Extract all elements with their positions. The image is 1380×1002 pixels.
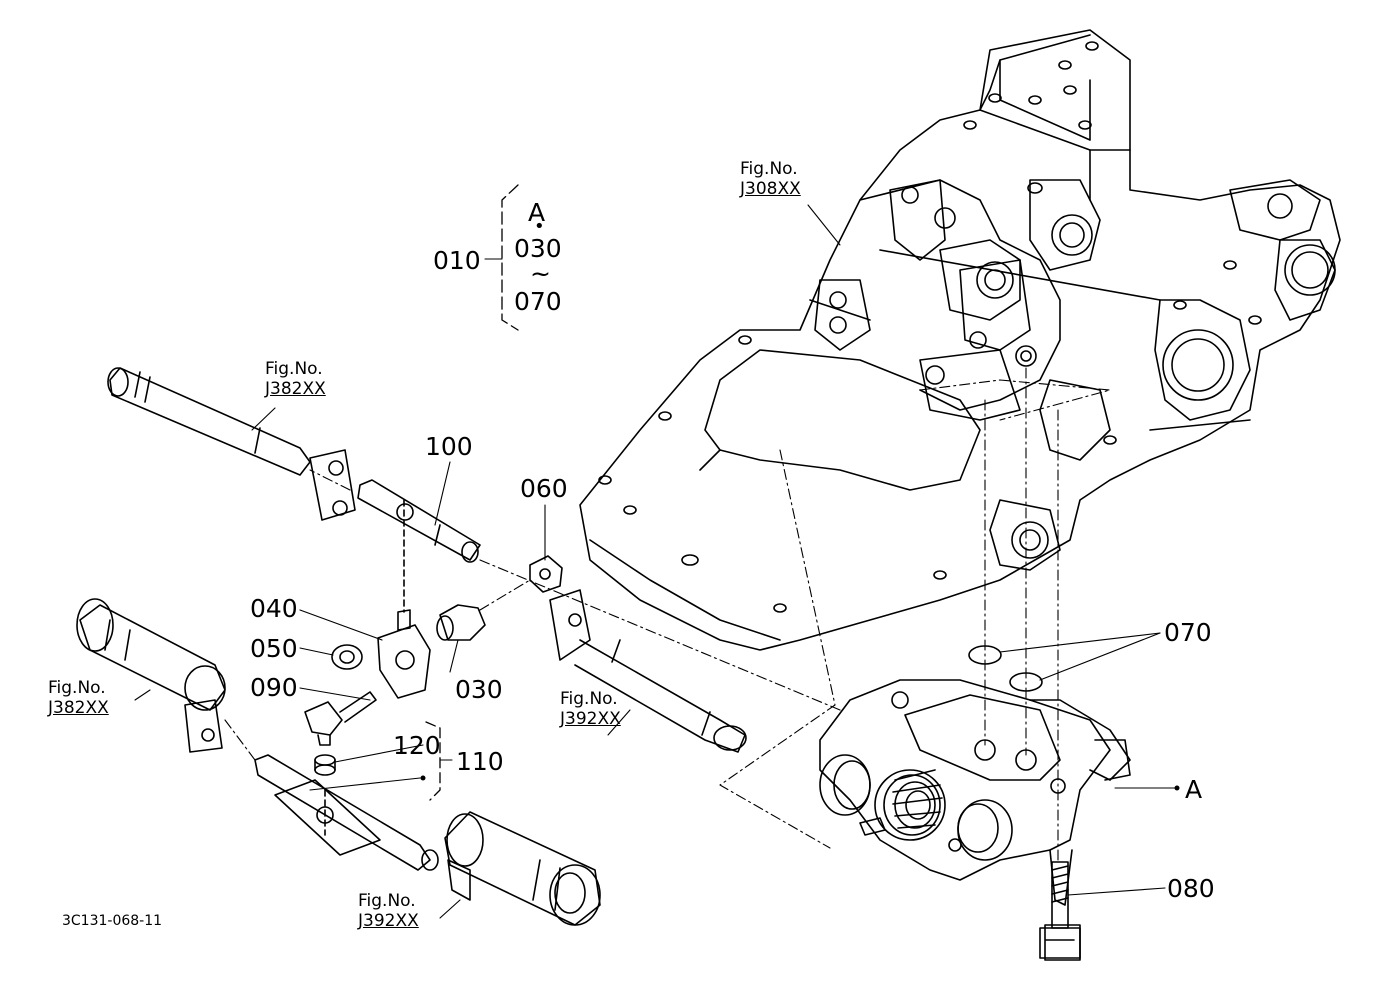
- callout-110: 110: [456, 747, 504, 776]
- callout-100: 100: [425, 432, 473, 461]
- leader-lines: [135, 205, 1175, 918]
- block-040: [378, 500, 430, 698]
- fig-ref-line1: Fig.No.: [265, 359, 323, 379]
- fig-ref-code: J308XX: [740, 178, 801, 199]
- clip-050: [332, 645, 362, 669]
- fig-ref-code: J392XX: [358, 910, 419, 931]
- fig-ref-j392xx-lower: Fig.No. J392XX: [358, 891, 419, 931]
- plug-030: [437, 605, 485, 640]
- fig-ref-j308xx: Fig.No. J308XX: [740, 159, 801, 199]
- callout-010: 010: [433, 246, 481, 275]
- callout-050: 050: [250, 634, 298, 663]
- kit-bracket-010: [502, 185, 518, 330]
- nut-060: [530, 556, 562, 592]
- callout-070: 070: [1164, 618, 1212, 647]
- fig-ref-j382xx-upper: Fig.No. J382XX: [265, 359, 326, 399]
- kit-bracket-start: 030: [514, 234, 562, 263]
- callout-030: 030: [455, 675, 503, 704]
- fig-ref-line1: Fig.No.: [358, 891, 416, 911]
- collar-120: [315, 755, 335, 775]
- kit-bracket-end: 070: [514, 287, 562, 316]
- fig-ref-line1: Fig.No.: [48, 678, 106, 698]
- fig-ref-code: J382XX: [265, 378, 326, 399]
- connector-lines: [225, 470, 530, 760]
- bolt-080: [1040, 862, 1080, 958]
- callout-120: 120: [393, 731, 441, 760]
- kit-bracket-110: [426, 722, 440, 800]
- callout-080: 080: [1167, 874, 1215, 903]
- kit-bracket-top-label: A: [528, 198, 546, 227]
- kit-bracket-sep: ~: [530, 259, 551, 288]
- fig-ref-j392xx-right: Fig.No. J392XX: [560, 689, 621, 729]
- fig-ref-j382xx-lower: Fig.No. J382XX: [48, 678, 109, 718]
- elbow-090: [305, 692, 376, 745]
- kit-bracket-dot: •: [534, 216, 545, 237]
- fig-ref-code: J392XX: [560, 708, 621, 729]
- callout-040: 040: [250, 594, 298, 623]
- control-valve-assembly: [820, 680, 1130, 960]
- lower-left-shaft: [77, 599, 225, 752]
- upper-left-shaft: [108, 368, 355, 520]
- fig-ref-line1: Fig.No.: [560, 689, 618, 709]
- hydraulic-housing: [580, 30, 1340, 650]
- callout-090: 090: [250, 673, 298, 702]
- rod-100: [358, 480, 480, 562]
- upper-right-shaft: [550, 590, 746, 752]
- o-ring-070-b: [1010, 673, 1042, 691]
- fig-ref-code: J382XX: [48, 697, 109, 718]
- lower-right-shaft: [445, 812, 600, 925]
- assy-a-dot: [1174, 785, 1180, 791]
- callout-assy-A: A: [1185, 775, 1203, 804]
- diagram-code: 3C131-068-11: [62, 913, 163, 929]
- kit-110-dot: [420, 775, 426, 781]
- o-ring-070-a: [969, 646, 1001, 664]
- lever-110: [255, 755, 438, 870]
- fig-ref-line1: Fig.No.: [740, 159, 798, 179]
- callout-060: 060: [520, 474, 568, 503]
